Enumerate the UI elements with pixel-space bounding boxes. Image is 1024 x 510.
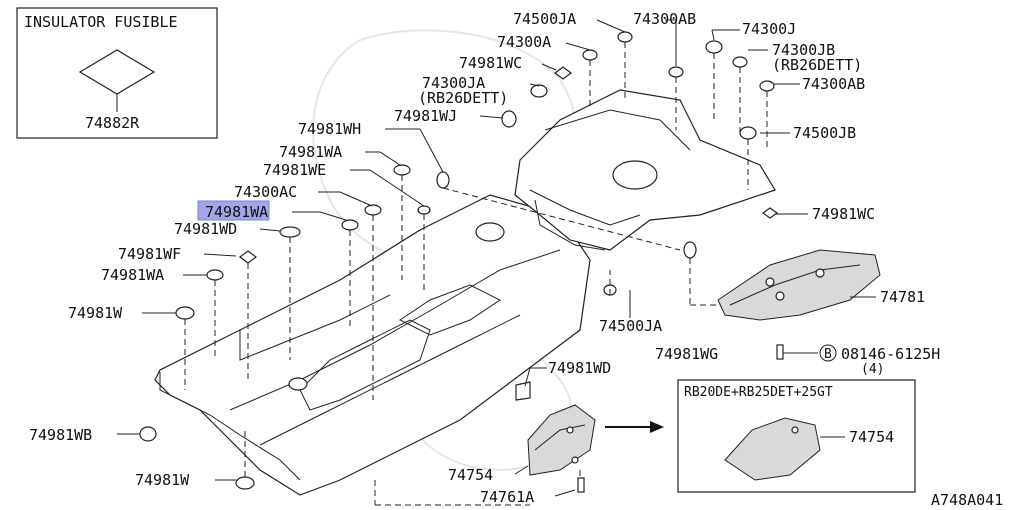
label-74981WF[interactable]: 74981WF bbox=[118, 245, 181, 263]
label-74981WH[interactable]: 74981WH bbox=[298, 120, 361, 138]
diagram-reference-code: A748A041 bbox=[931, 491, 1003, 509]
label-bolt-circle: B bbox=[824, 347, 832, 362]
label-74300JA-note: (RB26DETT) bbox=[418, 89, 508, 107]
label-74300AB-right[interactable]: 74300AB bbox=[802, 75, 865, 93]
label-74781[interactable]: 74781 bbox=[880, 288, 925, 306]
assembly-lines bbox=[184, 42, 768, 506]
label-74981WA-selected[interactable]: 74981WA bbox=[205, 203, 268, 221]
label-74981WG[interactable]: 74981WG bbox=[655, 345, 718, 363]
heat-insulator-74781 bbox=[717, 249, 881, 321]
label-74300AC[interactable]: 74300AC bbox=[234, 183, 297, 201]
heat-insulator-74754 bbox=[527, 404, 596, 476]
insulator-box-title: INSULATOR FUSIBLE bbox=[24, 13, 178, 31]
label-74981WD-2[interactable]: 74981WD bbox=[548, 359, 611, 377]
selected-part-highlight[interactable] bbox=[197, 200, 270, 221]
leader-lines bbox=[117, 19, 876, 497]
part-labels: 74500JA 74300AB 74300J 74300A 74300JB (R… bbox=[29, 10, 1003, 509]
label-74300AB-top[interactable]: 74300AB bbox=[633, 10, 696, 28]
insulator-part-number: 74882R bbox=[85, 114, 140, 132]
label-74754[interactable]: 74754 bbox=[448, 466, 493, 484]
variant-box-title: RB20DE+RB25DET+25GT bbox=[684, 385, 833, 400]
label-74981WB[interactable]: 74981WB bbox=[29, 426, 92, 444]
label-74981WE[interactable]: 74981WE bbox=[263, 161, 326, 179]
label-74761A[interactable]: 74761A bbox=[480, 488, 534, 506]
label-74500JA-top[interactable]: 74500JA bbox=[513, 10, 576, 28]
label-74981W-2[interactable]: 74981W bbox=[135, 471, 190, 489]
bolt-marker-circle-icon bbox=[819, 344, 837, 362]
label-bolt[interactable]: 08146-6125H bbox=[841, 345, 940, 363]
label-74981WA-1[interactable]: 74981WA bbox=[279, 143, 342, 161]
label-bolt-qty: (4) bbox=[861, 362, 884, 377]
variant-box: RB20DE+RB25DET+25GT 74754 bbox=[677, 379, 916, 493]
label-74500JB[interactable]: 74500JB bbox=[793, 124, 856, 142]
label-74300JB-note: (RB26DETT) bbox=[772, 56, 862, 74]
label-74300JA[interactable]: 74300JA bbox=[422, 74, 485, 92]
variant-part-number: 74754 bbox=[849, 428, 894, 446]
label-74300JB[interactable]: 74300JB bbox=[772, 41, 835, 59]
label-74981WJ[interactable]: 74981WJ bbox=[394, 107, 457, 125]
label-74981W-1[interactable]: 74981W bbox=[68, 304, 123, 322]
label-74981WC-right[interactable]: 74981WC bbox=[812, 205, 875, 223]
label-74300A[interactable]: 74300A bbox=[497, 33, 551, 51]
label-74300J[interactable]: 74300J bbox=[742, 20, 796, 38]
small-parts bbox=[139, 31, 784, 493]
label-74981WA-2[interactable]: 74981WA bbox=[101, 266, 164, 284]
insulator-diamond-icon bbox=[78, 49, 156, 95]
label-74981WC-top[interactable]: 74981WC bbox=[459, 54, 522, 72]
label-74981WD-1[interactable]: 74981WD bbox=[174, 220, 237, 238]
insulator-fusible-box: INSULATOR FUSIBLE 74882R bbox=[16, 7, 218, 139]
variant-arrow bbox=[605, 421, 664, 433]
label-74500JA-mid[interactable]: 74500JA bbox=[599, 317, 662, 335]
rear-floor-panel bbox=[514, 89, 776, 251]
